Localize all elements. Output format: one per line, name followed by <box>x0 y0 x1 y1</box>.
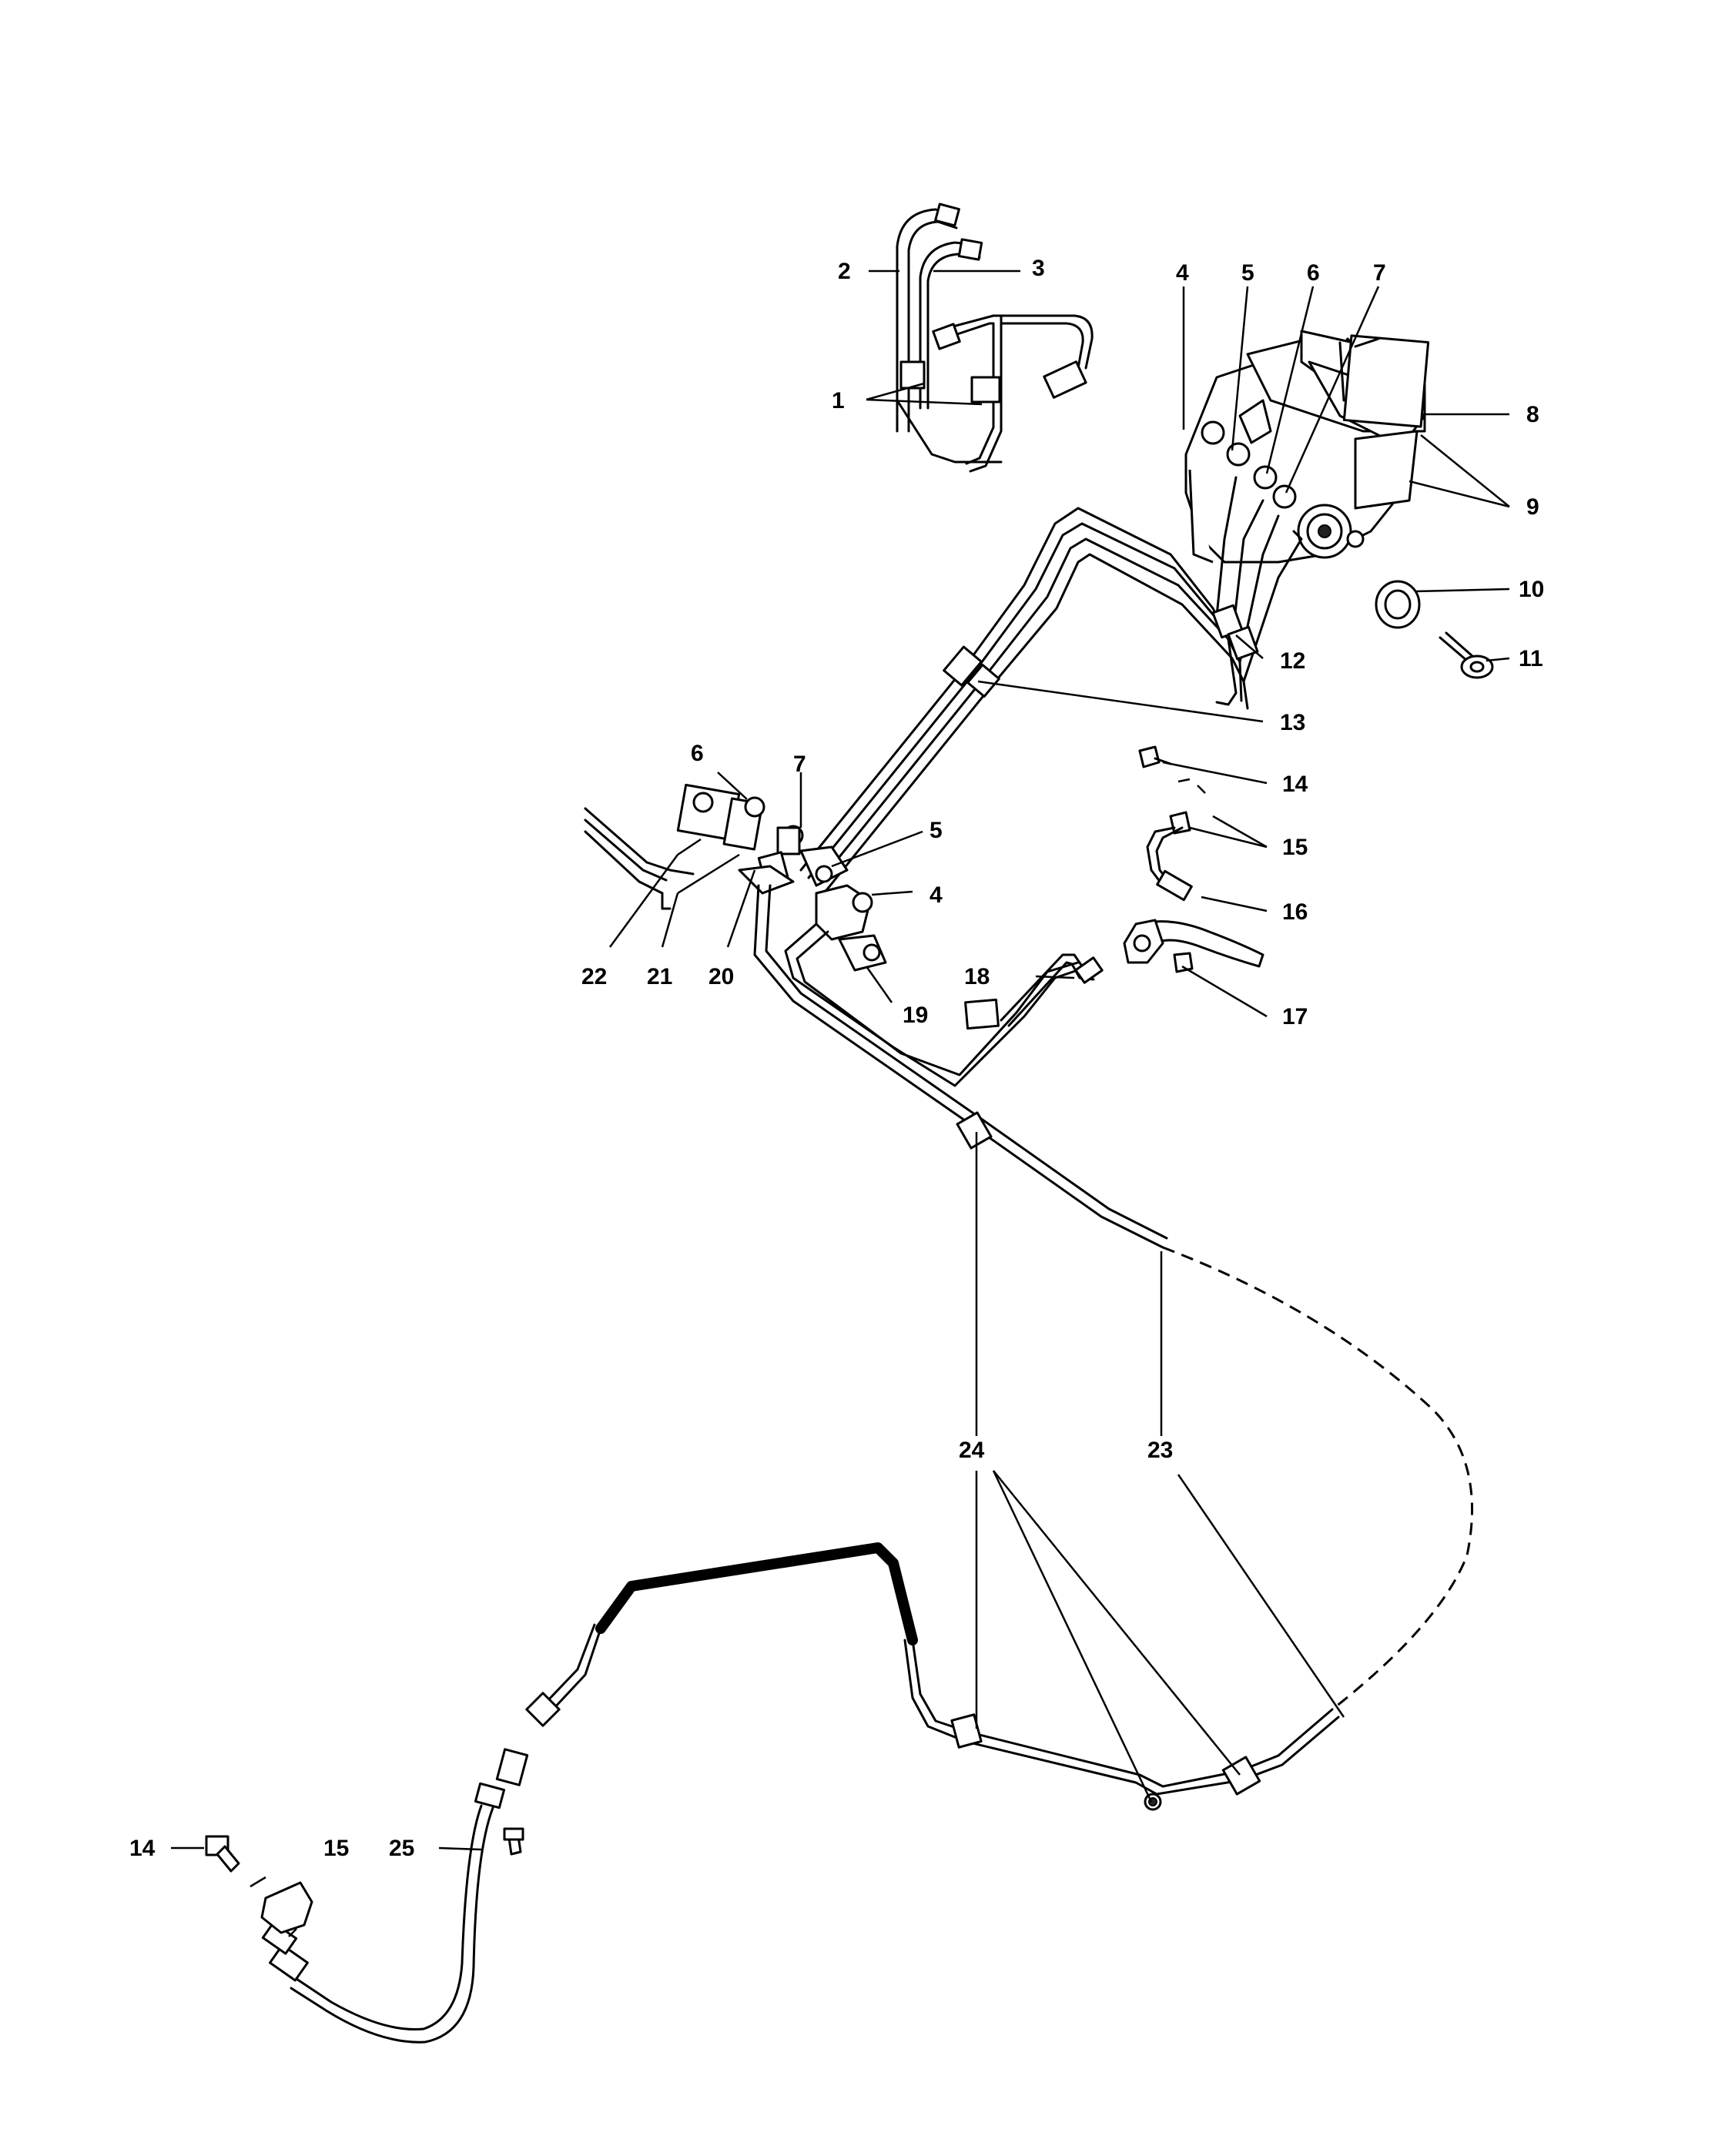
callout-20: 20 <box>708 964 734 989</box>
callout-leader-lines <box>171 270 1510 1851</box>
tube-nut-fitting <box>957 238 983 261</box>
callout-16: 16 <box>1282 899 1308 925</box>
tube-clip <box>899 360 926 390</box>
callout-22: 22 <box>581 964 607 989</box>
callout-12: 12 <box>1280 648 1305 674</box>
junction-fitting <box>744 796 765 818</box>
lower-brake-hose-assembly <box>525 1542 1340 1811</box>
caliper-bolt-lower <box>205 1835 297 1937</box>
callout-5-junction: 5 <box>929 818 943 843</box>
brake-tube-bundle <box>799 476 1303 895</box>
callout-10: 10 <box>1519 577 1544 602</box>
tube-nut-fitting <box>1043 360 1087 399</box>
abs-modulator-unit <box>1184 330 1430 564</box>
callout-7-junction: 7 <box>793 752 806 777</box>
callout-15-lower: 15 <box>323 1836 349 1861</box>
callout-4: 4 <box>1176 260 1189 286</box>
callout-25: 25 <box>389 1836 414 1861</box>
callout-21: 21 <box>647 964 672 989</box>
callout-11: 11 <box>1519 646 1543 671</box>
abs-port-fitting <box>1226 442 1251 467</box>
tube-nut-fitting <box>932 323 961 350</box>
junction-fitting <box>852 892 873 913</box>
rear-flexible-brake-hose <box>260 1748 529 2044</box>
tube-clip-lower <box>956 1111 993 1150</box>
callout-14-upper: 14 <box>1282 772 1308 797</box>
caliper-hose-assembly-upper <box>1123 745 1264 973</box>
callout-4-junction: 4 <box>929 882 943 908</box>
abs-port-fitting <box>1201 420 1225 445</box>
callout-7: 7 <box>1373 260 1386 286</box>
callout-6: 6 <box>1307 260 1320 286</box>
callout-17: 17 <box>1282 1004 1308 1029</box>
callout-23: 23 <box>1147 1438 1173 1463</box>
routing-indicator-dashed <box>1162 1246 1474 1711</box>
callout-1: 1 <box>832 388 845 413</box>
callout-5: 5 <box>1241 260 1254 286</box>
callout-24: 24 <box>959 1438 985 1463</box>
callout-3: 3 <box>1032 256 1045 281</box>
callout-18: 18 <box>964 964 990 989</box>
callout-numbers: 2 3 1 4 5 6 7 8 9 10 11 12 13 14 15 16 1… <box>129 256 1544 1861</box>
callout-2: 2 <box>838 259 851 284</box>
callout-19: 19 <box>903 1003 928 1028</box>
callout-14-lower: 14 <box>129 1836 156 1861</box>
tube-clip <box>970 376 1001 403</box>
tube-nut-fitting <box>934 203 960 227</box>
callout-6-junction: 6 <box>691 741 704 766</box>
tube-clip <box>943 645 983 687</box>
callout-9: 9 <box>1526 494 1539 520</box>
callout-8: 8 <box>1526 402 1539 427</box>
grommet <box>1375 580 1421 629</box>
callout-13: 13 <box>1280 710 1305 735</box>
abs-port-fitting <box>1272 484 1297 509</box>
junction-block-assembly <box>584 783 1168 1249</box>
mounting-bolt <box>1439 631 1494 679</box>
upper-brake-tube-assembly <box>896 203 1094 473</box>
abs-port-fitting <box>1253 465 1278 490</box>
callout-15-upper: 15 <box>1282 835 1308 860</box>
